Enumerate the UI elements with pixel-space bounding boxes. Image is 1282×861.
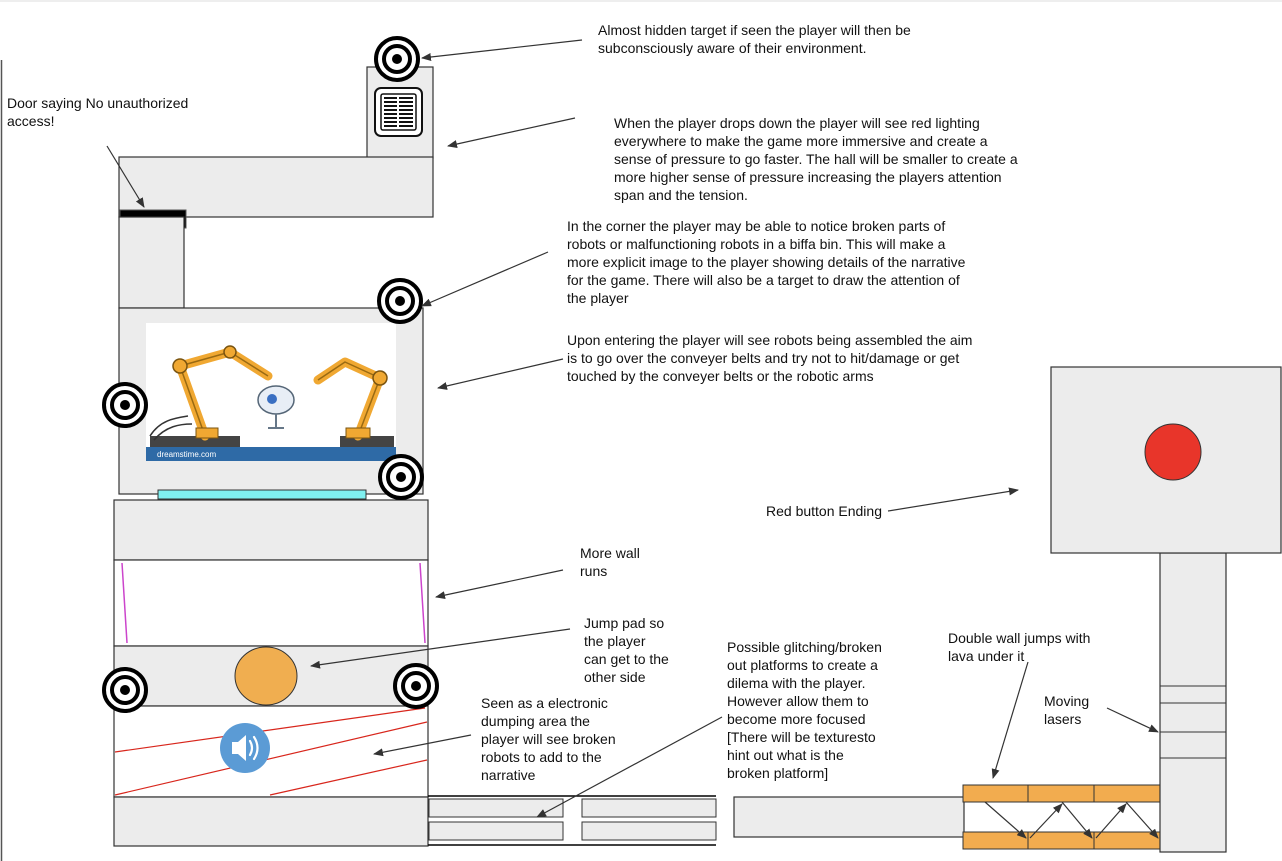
wallrun-ledge bbox=[113, 499, 429, 561]
target-icon bbox=[393, 663, 439, 709]
note-assembly: Upon entering the player will see robots… bbox=[567, 332, 973, 384]
note-red-button: Red button Ending bbox=[766, 503, 882, 519]
annotation-arrows bbox=[106, 39, 1159, 818]
wallrun-wall-left bbox=[121, 562, 128, 644]
wallrun-wall-right bbox=[419, 562, 426, 644]
vent-grille-icon bbox=[374, 87, 423, 137]
dumping-area bbox=[113, 705, 429, 798]
drop-corridor bbox=[118, 216, 185, 309]
target-icon bbox=[102, 667, 148, 713]
speaker-icon bbox=[220, 723, 270, 773]
laser-beam bbox=[114, 707, 426, 753]
note-door: Door saying No unauthorized access! bbox=[7, 95, 189, 129]
note-dumping: Seen as a electronic dumping area the pl… bbox=[481, 695, 616, 783]
target-icon bbox=[378, 454, 424, 500]
bridge-corridor bbox=[733, 796, 965, 838]
note-jump-pad: Jump pad so the player can get to the ot… bbox=[584, 615, 669, 685]
broken-platforms bbox=[428, 795, 717, 846]
laser-beam bbox=[114, 721, 428, 796]
glass-window bbox=[157, 489, 367, 500]
note-double-wall: Double wall jumps with lava under it bbox=[948, 630, 1091, 664]
note-glitching: Possible glitching/broken out platforms … bbox=[727, 639, 882, 781]
note-lasers: Moving lasers bbox=[1044, 693, 1090, 727]
note-hidden-target: Almost hidden target if seen the player … bbox=[598, 22, 911, 56]
jump-pad bbox=[234, 646, 298, 706]
target-icon bbox=[377, 278, 423, 324]
note-broken-robots: In the corner the player may be able to … bbox=[567, 218, 966, 306]
laser-beam bbox=[269, 759, 428, 796]
target-icon bbox=[374, 36, 420, 82]
upper-hallway bbox=[118, 156, 434, 218]
image-caption: dreamstime.com bbox=[157, 450, 216, 459]
note-red-lighting: When the player drops down the player wi… bbox=[614, 115, 1018, 203]
bottom-floor bbox=[113, 796, 429, 847]
moving-lasers bbox=[1160, 685, 1226, 759]
double-wall-jumps bbox=[962, 784, 1161, 850]
wallrun-corridor bbox=[113, 559, 429, 647]
robot-arm-icon bbox=[146, 323, 396, 461]
target-icon bbox=[102, 382, 148, 428]
note-wall-runs: More wall runs bbox=[580, 545, 640, 579]
red-button bbox=[1144, 423, 1202, 481]
